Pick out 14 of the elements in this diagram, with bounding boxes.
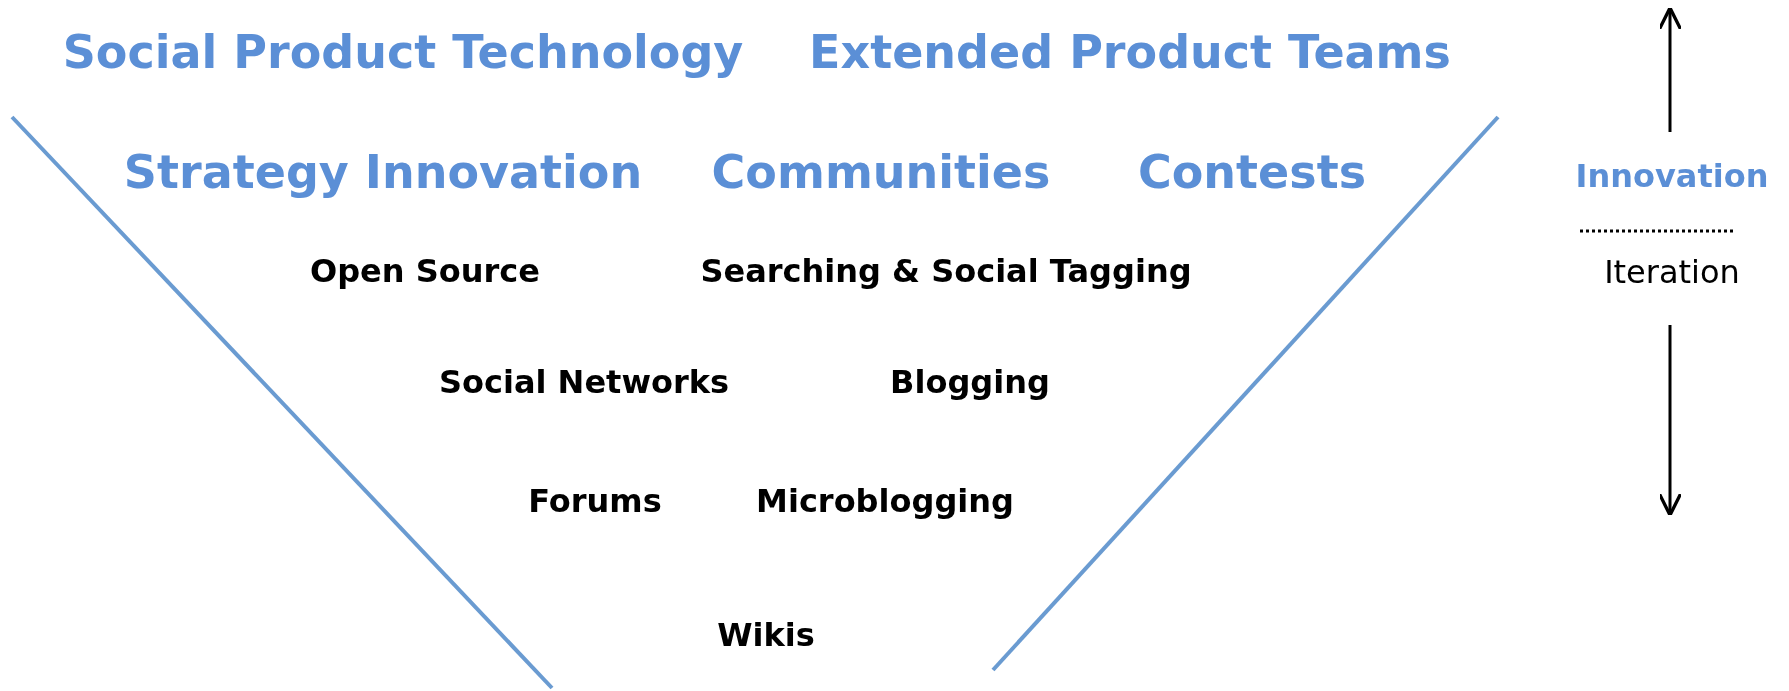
heading-text: Contests	[1138, 146, 1366, 198]
item-text: Blogging	[890, 365, 1050, 401]
heading-text: Extended Product Teams	[809, 26, 1451, 78]
heading-text: Social Product Technology	[62, 26, 744, 78]
scale-label: Innovation	[1575, 159, 1769, 195]
item-text: Searching & Social Tagging	[700, 254, 1192, 290]
heading-text: Strategy Innovation	[123, 146, 643, 198]
item-text: Social Networks	[438, 365, 730, 401]
item-text: Forums	[528, 484, 662, 520]
item-text: Microblogging	[756, 484, 1014, 520]
scale-label: Iteration	[1604, 255, 1740, 291]
item-text: Open Source	[310, 254, 540, 290]
item-text: Wikis	[717, 618, 815, 654]
heading-text: Communities	[711, 146, 1051, 198]
